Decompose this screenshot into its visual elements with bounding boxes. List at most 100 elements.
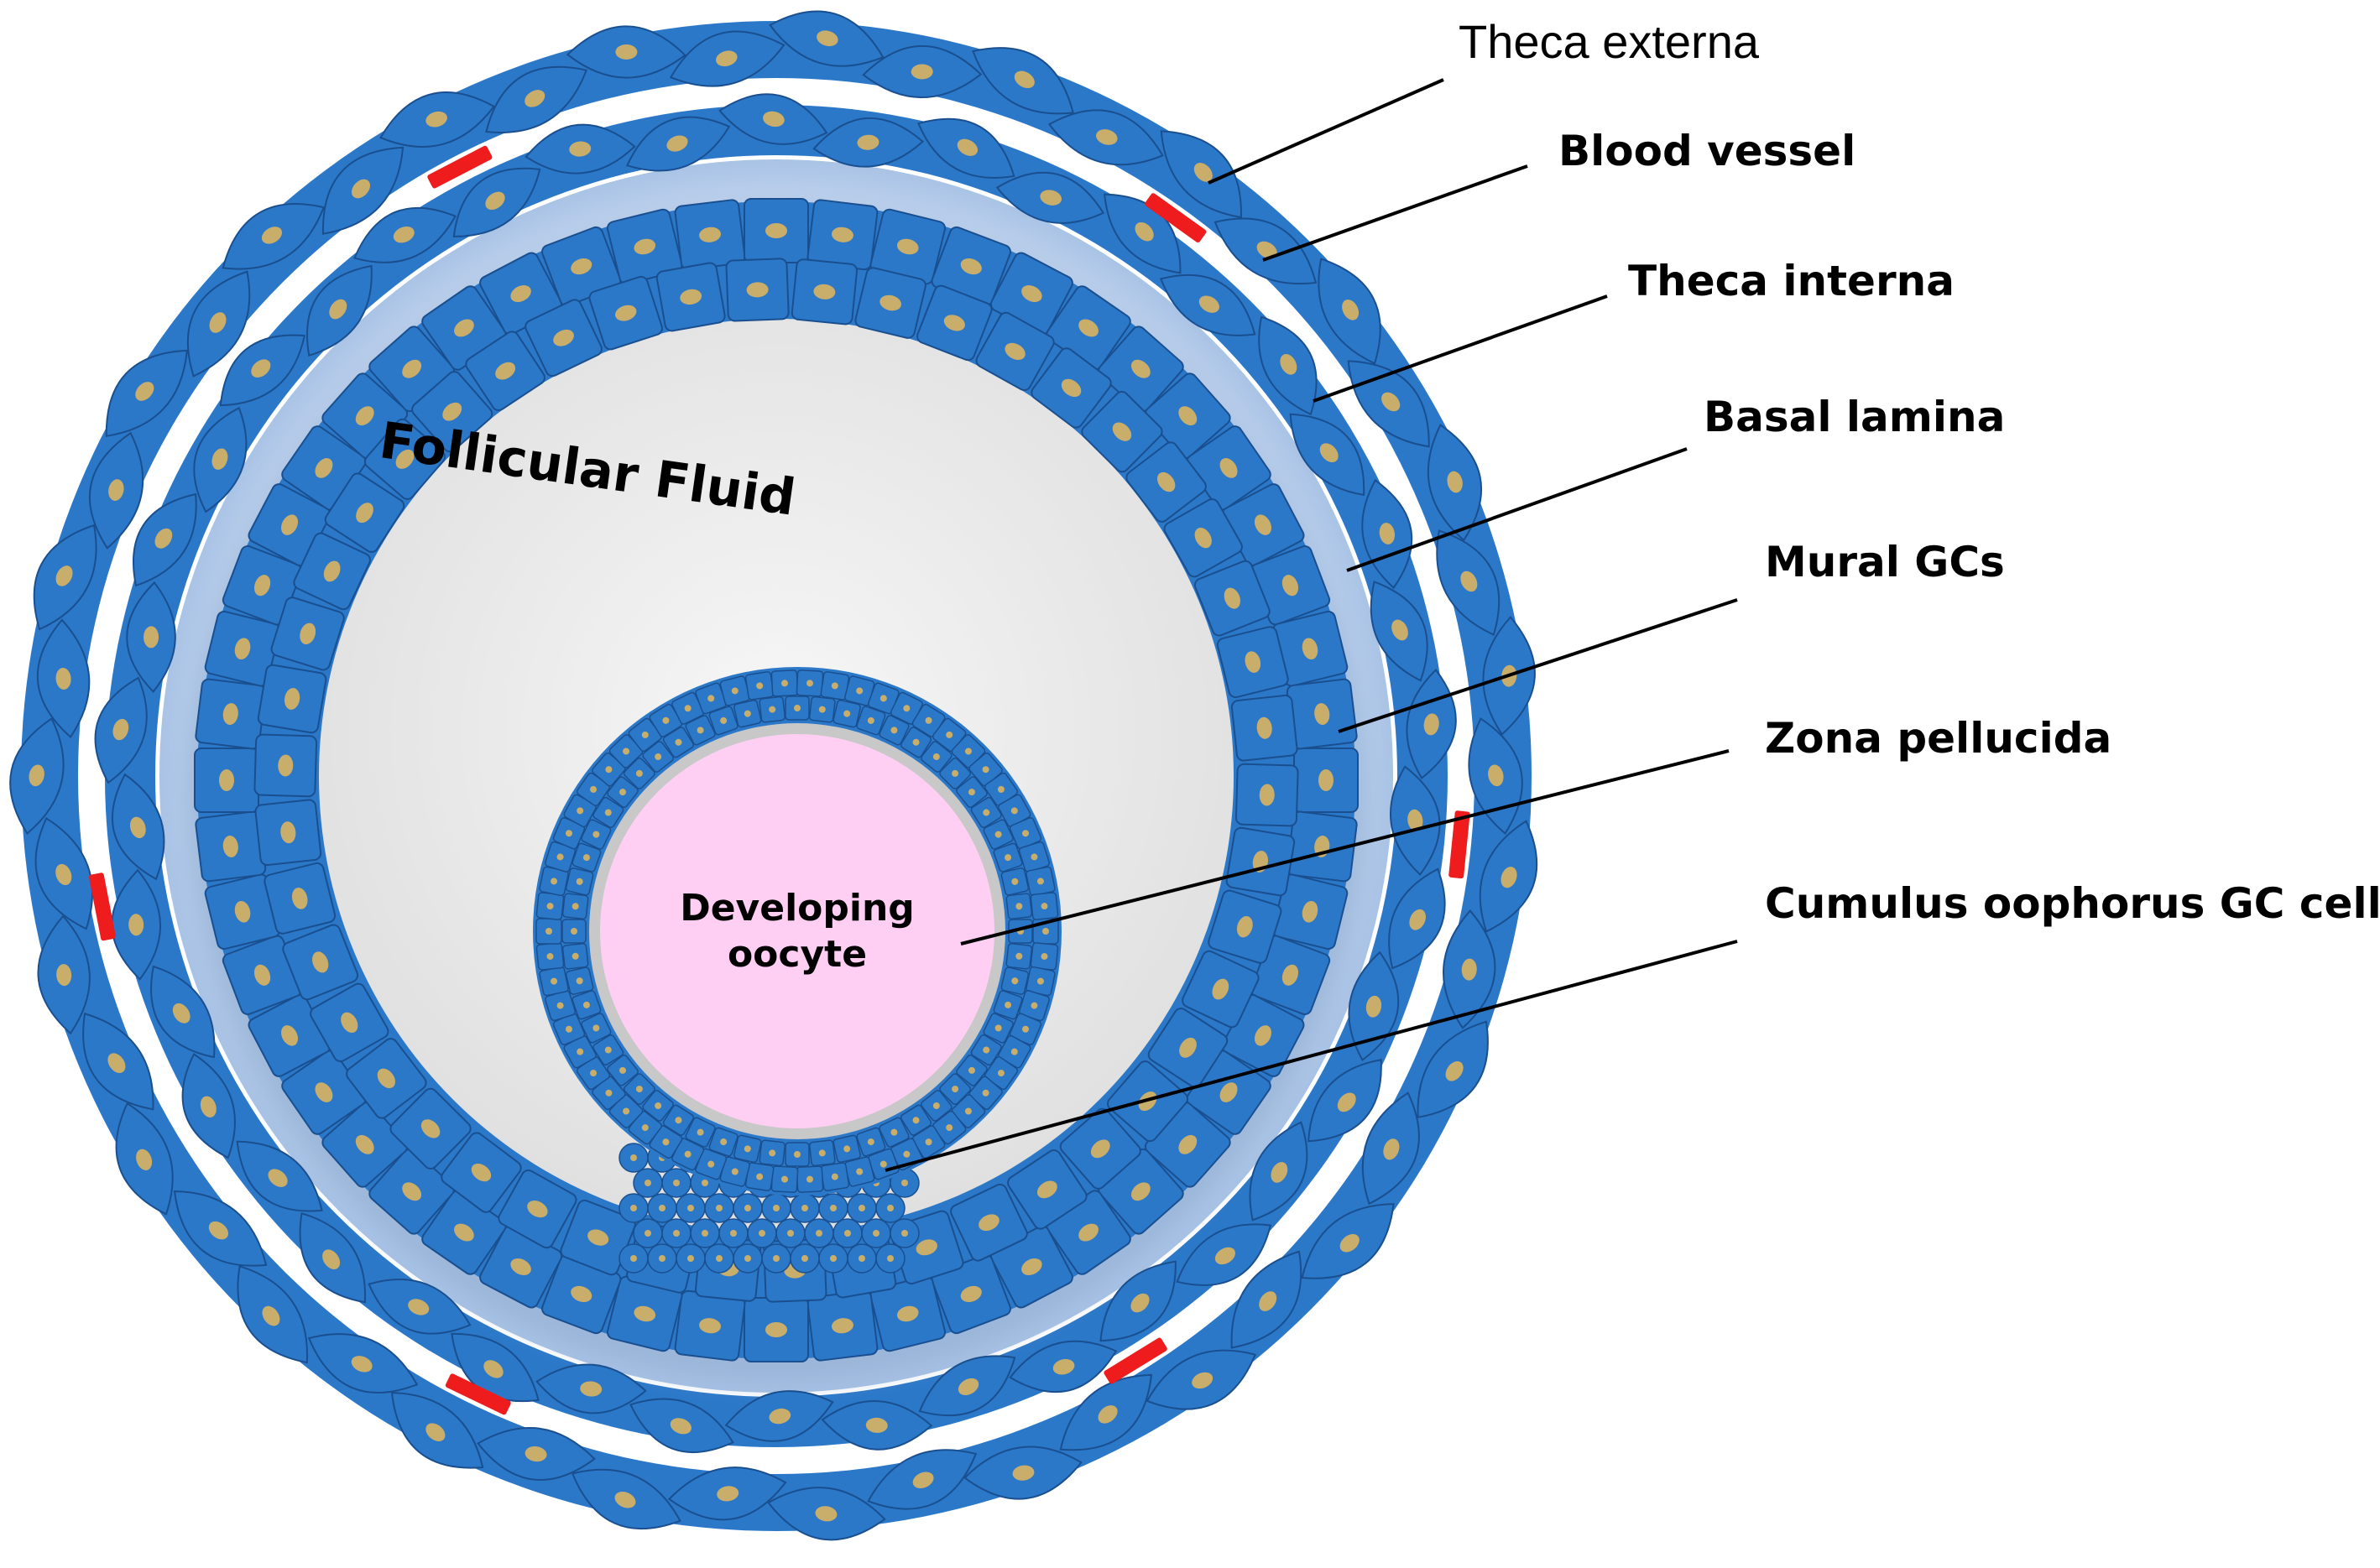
theca-cell bbox=[222, 203, 326, 270]
mural-gc-cell bbox=[744, 1297, 809, 1362]
theca-cell bbox=[1289, 413, 1365, 497]
mural-gc-cell bbox=[270, 596, 345, 671]
theca-cell bbox=[115, 1102, 174, 1216]
theca-cell bbox=[1443, 909, 1496, 1029]
corona-cell bbox=[879, 715, 910, 746]
leader-lines bbox=[885, 78, 1738, 1172]
corona-cell bbox=[695, 1148, 728, 1180]
corona-cell bbox=[1030, 892, 1059, 920]
cumulus-cell bbox=[790, 1193, 820, 1223]
cumulus-cell bbox=[847, 1243, 877, 1274]
leader-zona-pellucida bbox=[960, 749, 1730, 945]
mural-gc-cell bbox=[791, 258, 859, 326]
theca-cell bbox=[452, 167, 541, 237]
corona-cell bbox=[968, 752, 1003, 787]
cumulus-cell bbox=[661, 1218, 692, 1248]
oocyte-label: Developing oocyte bbox=[663, 885, 932, 977]
mural-gc-cell bbox=[1031, 347, 1112, 429]
corona-cell bbox=[565, 867, 594, 896]
corona-cell bbox=[592, 796, 624, 829]
mural-gc-cell bbox=[204, 610, 281, 687]
theca-cell bbox=[307, 1333, 419, 1393]
theca-cell bbox=[1307, 1059, 1382, 1143]
theca-cell bbox=[82, 1012, 154, 1111]
cumulus-cell bbox=[747, 1218, 777, 1248]
mural-gc-cell bbox=[1293, 748, 1359, 813]
mural-gc-cell bbox=[1081, 391, 1163, 473]
label-theca-externa: Theca externa bbox=[1459, 15, 1759, 68]
mural-gc-cell bbox=[441, 1132, 522, 1213]
mural-gc-cell bbox=[1182, 950, 1260, 1029]
mural-gc-cell bbox=[588, 275, 663, 351]
corona-cells bbox=[535, 669, 1059, 1193]
corona-cell bbox=[785, 1142, 810, 1167]
cumulus-cell bbox=[676, 1193, 706, 1223]
corona-cell bbox=[998, 1034, 1031, 1069]
mural-gc-cell bbox=[346, 1038, 427, 1119]
theca-cell bbox=[1417, 1020, 1489, 1118]
cumulus-cell bbox=[704, 1243, 734, 1274]
corona-cell bbox=[879, 1117, 910, 1148]
mural-gc-cell bbox=[194, 748, 259, 813]
cumulus-cell bbox=[618, 1143, 649, 1173]
corona-cell bbox=[956, 776, 988, 808]
theca-cell bbox=[972, 47, 1074, 115]
cumulus-cell bbox=[661, 1168, 692, 1198]
theca-cell bbox=[9, 717, 65, 835]
mural-gc-cells bbox=[194, 198, 1359, 1362]
theca-cell bbox=[33, 524, 97, 631]
cumulus-cell bbox=[704, 1193, 734, 1223]
theca-cell bbox=[193, 406, 248, 513]
corona-cell bbox=[970, 1034, 1002, 1066]
mural-gc-cell bbox=[257, 664, 327, 734]
theca-cell bbox=[1230, 1250, 1302, 1349]
cumulus-cell bbox=[790, 1243, 820, 1274]
mural-gc-cell bbox=[975, 311, 1055, 391]
theca-cell bbox=[36, 618, 91, 739]
theca-cell bbox=[724, 1390, 834, 1442]
mural-gc-cell bbox=[1225, 826, 1296, 897]
mural-gc-cell bbox=[806, 1289, 879, 1362]
corona-cell bbox=[744, 1162, 775, 1191]
cumulus-cell bbox=[761, 1243, 791, 1274]
mural-gc-cell bbox=[1007, 1149, 1088, 1230]
corona-cell bbox=[970, 796, 1002, 829]
theca-cell bbox=[1009, 1340, 1118, 1393]
theca-cell bbox=[186, 270, 251, 378]
mural-gc-cell bbox=[1144, 372, 1231, 460]
leader-blood-vessel bbox=[1262, 164, 1528, 262]
corona-cell bbox=[592, 1034, 624, 1066]
corona-cell bbox=[642, 741, 674, 773]
cumulus-cell bbox=[633, 1218, 663, 1248]
corona-cell bbox=[662, 727, 695, 758]
leader-theca-interna bbox=[1313, 294, 1608, 403]
theca-cell bbox=[477, 1427, 596, 1481]
cumulus-cell bbox=[861, 1218, 891, 1248]
theca-cell bbox=[1301, 1203, 1395, 1279]
theca-cell bbox=[718, 93, 828, 145]
corona-cell bbox=[535, 942, 565, 971]
blood-vessels bbox=[89, 145, 1470, 1415]
corona-cell bbox=[956, 1055, 988, 1086]
mural-gc-cell bbox=[854, 267, 926, 339]
mural-gc-cell bbox=[560, 1199, 636, 1276]
mural-gc-cell bbox=[744, 198, 809, 263]
corona-cell bbox=[796, 1165, 824, 1193]
cumulus-cell bbox=[618, 1193, 649, 1223]
mural-gc-cell bbox=[204, 873, 281, 951]
mural-gc-cell bbox=[1271, 873, 1349, 951]
mural-gc-cell bbox=[254, 799, 322, 867]
mural-gc-cell bbox=[1271, 610, 1349, 687]
theca-cell bbox=[1146, 1349, 1257, 1410]
mural-gc-cell bbox=[1216, 626, 1289, 699]
theca-cell bbox=[867, 1449, 978, 1510]
corona-cell bbox=[832, 1134, 861, 1164]
mural-gc-cell bbox=[465, 331, 545, 411]
theca-cell bbox=[126, 581, 176, 693]
corona-cell bbox=[624, 1073, 655, 1105]
theca-cell bbox=[1258, 315, 1318, 416]
mural-gc-cell bbox=[1125, 441, 1207, 523]
mural-gc-cell bbox=[264, 862, 337, 935]
mural-gc-cell bbox=[931, 1253, 1011, 1335]
theca-cell bbox=[181, 1053, 236, 1159]
